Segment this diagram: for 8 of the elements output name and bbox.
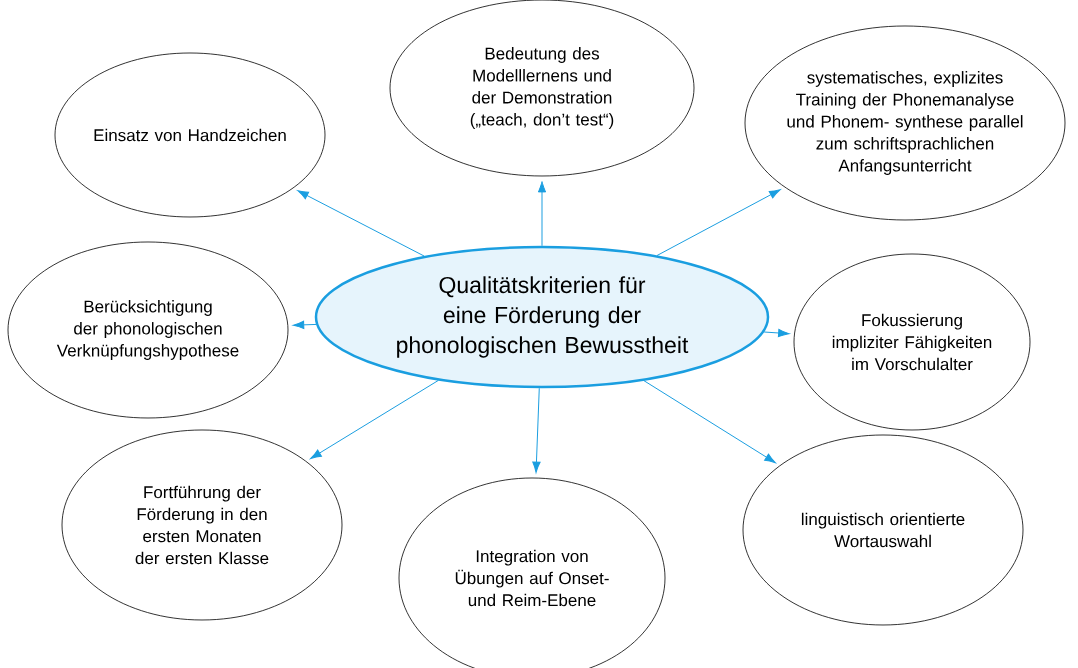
arrow <box>297 190 425 257</box>
arrow <box>532 387 541 473</box>
arrow <box>763 328 790 338</box>
arrow <box>643 380 776 464</box>
arrow <box>656 189 781 257</box>
arrow <box>537 181 547 247</box>
arrow <box>292 320 317 329</box>
arrow <box>310 379 439 459</box>
